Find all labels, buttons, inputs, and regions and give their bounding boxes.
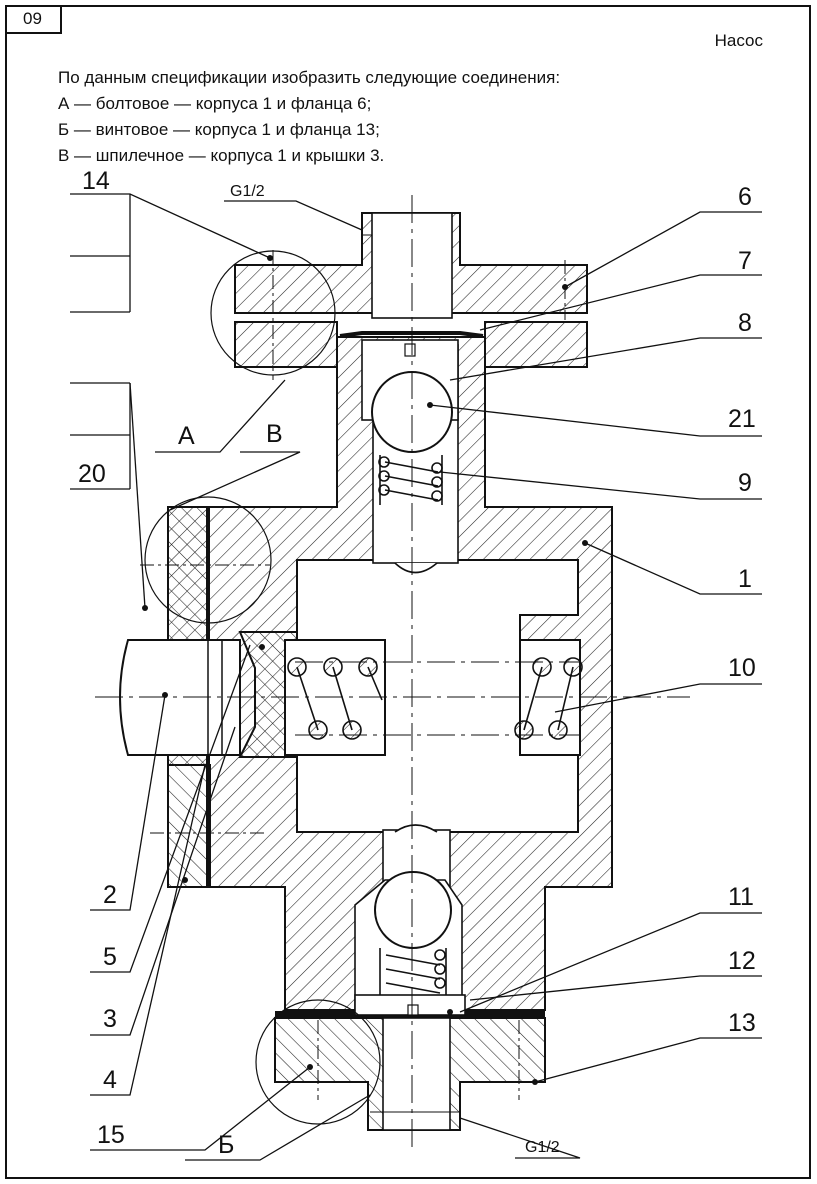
callout-11: 11 bbox=[728, 883, 754, 911]
bottom-pipe-bore bbox=[382, 1017, 451, 1131]
detail-circle-b bbox=[255, 999, 381, 1125]
gasket-top bbox=[339, 331, 484, 338]
task-item-b: Б — винтовое — корпуса 1 и фланца 13; bbox=[58, 120, 380, 139]
callout-13: 13 bbox=[728, 1009, 756, 1037]
callout-10: 10 bbox=[728, 654, 756, 682]
ball-bottom bbox=[374, 871, 452, 949]
zone-label-v: В bbox=[266, 420, 283, 448]
sheet-number: 09 bbox=[5, 5, 62, 34]
callout-5: 5 bbox=[103, 943, 117, 971]
thread-label-bottom: G1/2 bbox=[525, 1139, 560, 1156]
callout-20: 20 bbox=[78, 460, 106, 488]
thread-label-top: G1/2 bbox=[230, 183, 265, 200]
callout-15: 15 bbox=[97, 1121, 125, 1149]
callout-2: 2 bbox=[103, 881, 117, 909]
piston-head bbox=[238, 631, 298, 758]
zone-label-a: А bbox=[178, 422, 195, 450]
callout-3: 3 bbox=[103, 1005, 117, 1033]
leader-lines bbox=[70, 193, 762, 1161]
callout-7: 7 bbox=[738, 247, 752, 275]
callout-6: 6 bbox=[738, 183, 752, 211]
callout-12: 12 bbox=[728, 947, 756, 975]
callout-9: 9 bbox=[738, 469, 752, 497]
callout-14: 14 bbox=[82, 167, 110, 195]
detail-circle-v bbox=[144, 496, 272, 624]
callout-1: 1 bbox=[738, 565, 752, 593]
piston bbox=[119, 639, 241, 756]
drawing-title: Насос bbox=[714, 31, 763, 50]
callout-4: 4 bbox=[103, 1066, 117, 1094]
zone-label-b: Б bbox=[218, 1131, 234, 1159]
body-flange-top-right bbox=[484, 321, 588, 368]
centre-lines bbox=[95, 195, 690, 1150]
callout-8: 8 bbox=[738, 309, 752, 337]
body-flange-top bbox=[234, 321, 338, 368]
spring-bottom bbox=[379, 948, 447, 1000]
task-intro: По данным спецификации изобразить следую… bbox=[58, 68, 561, 87]
drawing-sheet bbox=[5, 5, 811, 1179]
task-item-a: А — болтовое — корпуса 1 и фланца 6; bbox=[58, 94, 372, 113]
task-item-v: В — шпилечное — корпуса 1 и крышки 3. bbox=[58, 146, 385, 165]
callout-21: 21 bbox=[728, 405, 756, 433]
